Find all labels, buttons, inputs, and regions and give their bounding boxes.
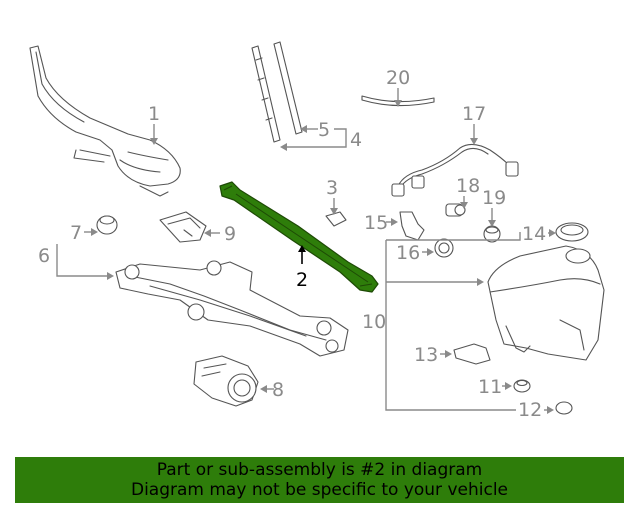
part-12-o-ring[interactable]: [555, 401, 573, 415]
callout-5-label: 5: [318, 119, 330, 141]
callout-11: 11: [478, 376, 512, 398]
part-1-arm-cover[interactable]: [29, 45, 181, 197]
callout-1-label: 1: [148, 103, 160, 125]
callout-15-label: 15: [364, 212, 388, 234]
callout-12-label: 12: [518, 399, 542, 421]
callout-20: 20: [386, 67, 410, 107]
callout-5: 5: [300, 119, 330, 141]
callout-15: 15: [364, 212, 398, 234]
callout-19-label: 19: [482, 187, 506, 209]
part-3-cap[interactable]: [325, 211, 347, 227]
part-2-wiper-arm[interactable]: [219, 181, 379, 293]
callout-4-label: 4: [350, 129, 362, 151]
part-7-grommet[interactable]: [96, 215, 118, 235]
callout-10: 10: [362, 232, 521, 411]
callout-17: 17: [462, 103, 486, 145]
part-5-wiper-blade[interactable]: [251, 41, 303, 143]
part-16-grommet[interactable]: [434, 238, 454, 258]
part-14-reservoir-cap[interactable]: [555, 222, 589, 242]
callout-17-label: 17: [462, 103, 486, 125]
callout-1: 1: [148, 103, 160, 145]
callout-3-label: 3: [326, 177, 338, 199]
callout-12: 12: [518, 399, 554, 421]
callout-20-label: 20: [386, 67, 410, 89]
callout-14: 14: [522, 223, 556, 245]
part-17-washer-hose[interactable]: [391, 143, 519, 197]
callout-9-label: 9: [224, 223, 236, 245]
callout-6-label: 6: [38, 245, 50, 267]
callout-13-label: 13: [414, 344, 438, 366]
callout-9: 9: [204, 223, 236, 245]
part-9-bracket[interactable]: [159, 211, 207, 243]
part-18-connector[interactable]: [445, 203, 466, 217]
callout-8: 8: [260, 379, 284, 401]
callout-13: 13: [414, 344, 452, 366]
banner-line-1: Part or sub-assembly is #2 in diagram: [156, 460, 483, 480]
callout-2: 2: [296, 245, 308, 291]
callout-4: 4: [280, 128, 362, 151]
callout-16: 16: [396, 242, 434, 264]
callout-7: 7: [70, 222, 98, 244]
callout-7-label: 7: [70, 222, 82, 244]
part-10-washer-reservoir[interactable]: [487, 245, 605, 361]
part-6-linkage[interactable]: [115, 260, 349, 357]
callout-11-label: 11: [478, 376, 502, 398]
callout-2-label: 2: [296, 269, 308, 291]
callout-18: 18: [456, 175, 480, 209]
callout-16-label: 16: [396, 242, 420, 264]
callout-10-label: 10: [362, 311, 386, 333]
part-11-seal[interactable]: [513, 379, 531, 393]
part-15-plug[interactable]: [399, 211, 425, 241]
part-8-wiper-motor[interactable]: [193, 355, 259, 407]
callout-19: 19: [482, 187, 506, 227]
highlight-banner: Part or sub-assembly is #2 in diagram Di…: [15, 457, 624, 503]
callout-14-label: 14: [522, 223, 546, 245]
callout-18-label: 18: [456, 175, 480, 197]
callout-8-label: 8: [272, 379, 284, 401]
parts-diagram: 1 5 4 20 17: [29, 41, 605, 421]
part-13-bracket[interactable]: [453, 343, 491, 365]
part-20-blade-insert[interactable]: [361, 95, 435, 107]
banner-line-2: Diagram may not be specific to your vehi…: [130, 480, 508, 500]
callout-6: 6: [38, 244, 114, 280]
callout-3: 3: [326, 177, 338, 215]
